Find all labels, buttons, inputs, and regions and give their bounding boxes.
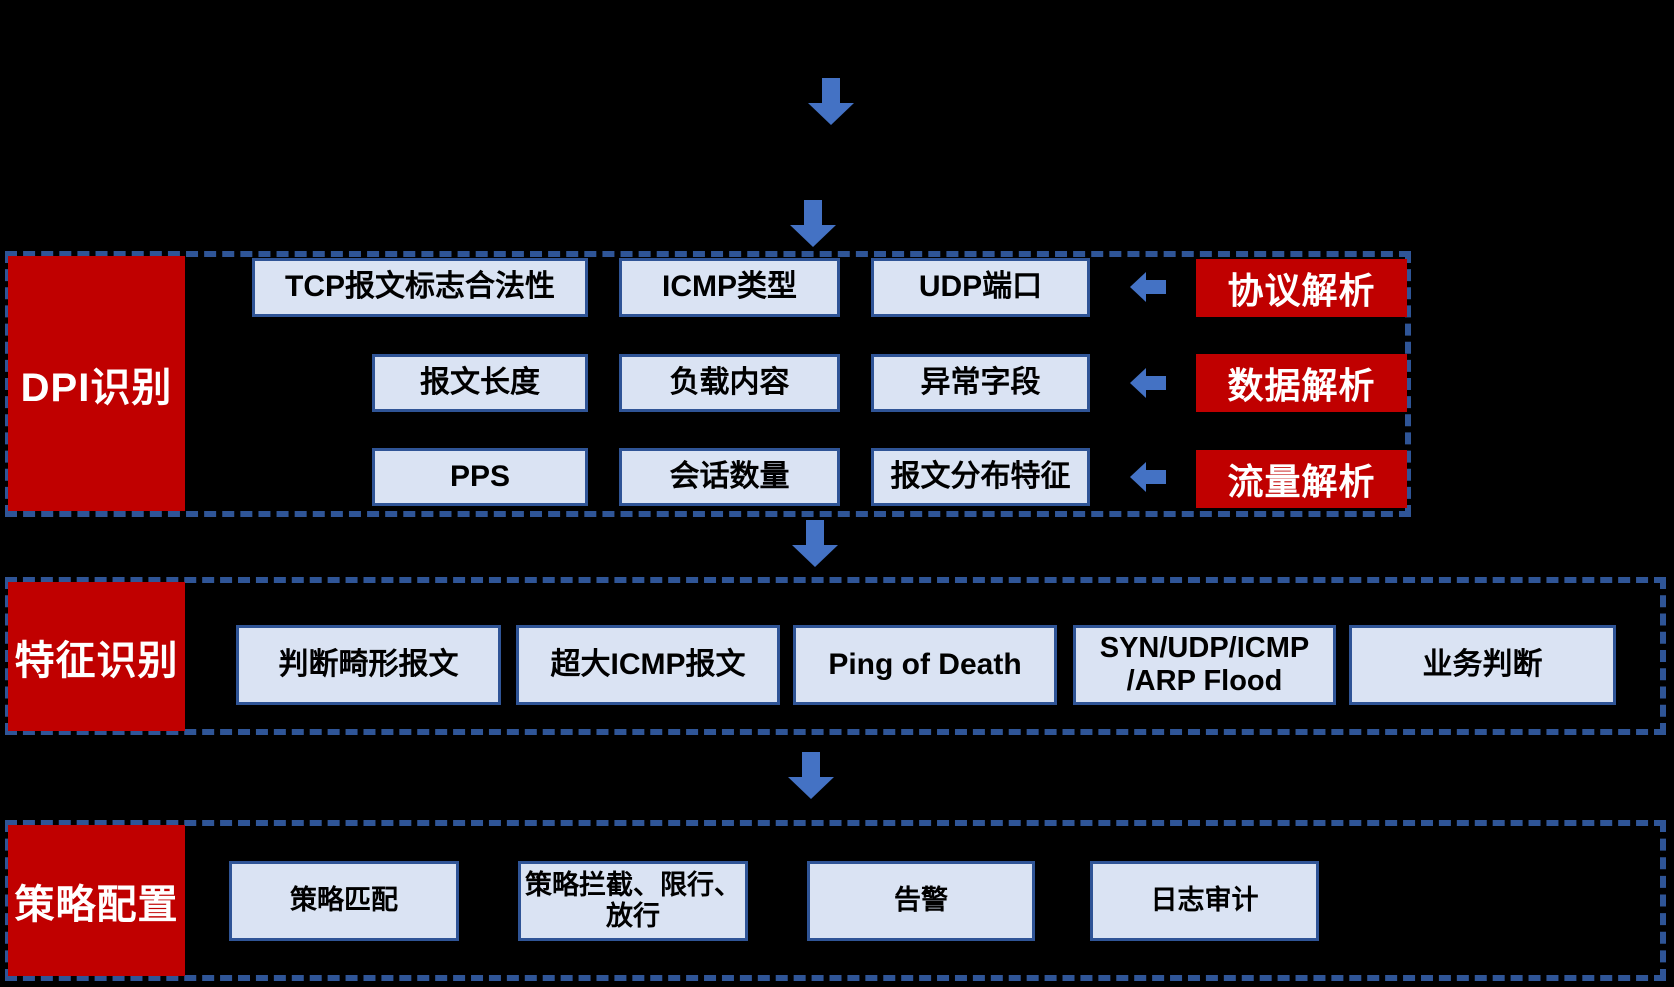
- policy-cell-alarm: 告警: [807, 861, 1035, 941]
- dpi-cell-session-count: 会话数量: [619, 448, 840, 506]
- dpi-cell-payload-content: 负载内容: [619, 354, 840, 412]
- dpi-cell-packet-length: 报文长度: [372, 354, 588, 412]
- down-arrow-icon: [789, 200, 837, 247]
- policy-section-label: 策略配置: [8, 825, 185, 976]
- dpi-cell-icmp-type: ICMP类型: [619, 258, 840, 317]
- down-arrow-icon: [807, 78, 855, 125]
- feature-cell-business-judgement: 业务判断: [1349, 625, 1616, 705]
- left-arrow-icon: [1130, 368, 1166, 398]
- data-parse-tag: 数据解析: [1196, 354, 1407, 412]
- dpi-section-label: DPI识别: [8, 256, 185, 511]
- policy-cell-log-audit: 日志审计: [1090, 861, 1319, 941]
- policy-cell-match: 策略匹配: [229, 861, 459, 941]
- traffic-parse-tag: 流量解析: [1196, 450, 1407, 508]
- dpi-cell-abnormal-field: 异常字段: [871, 354, 1090, 412]
- feature-section-label: 特征识别: [8, 582, 185, 731]
- feature-cell-flood: SYN/UDP/ICMP /ARP Flood: [1073, 625, 1336, 705]
- dpi-cell-packet-distribution: 报文分布特征: [871, 448, 1090, 506]
- feature-cell-oversized-icmp: 超大ICMP报文: [516, 625, 780, 705]
- down-arrow-icon: [791, 520, 839, 567]
- policy-cell-action: 策略拦截、限行、放行: [518, 861, 748, 941]
- feature-cell-malformed-packet: 判断畸形报文: [236, 625, 501, 705]
- dpi-cell-tcp-flags: TCP报文标志合法性: [252, 258, 588, 317]
- left-arrow-icon: [1130, 462, 1166, 492]
- dpi-cell-pps: PPS: [372, 448, 588, 506]
- protocol-parse-tag: 协议解析: [1196, 259, 1407, 317]
- left-arrow-icon: [1130, 272, 1166, 302]
- feature-cell-ping-of-death: Ping of Death: [793, 625, 1057, 705]
- dpi-cell-udp-port: UDP端口: [871, 258, 1090, 317]
- down-arrow-icon: [787, 752, 835, 799]
